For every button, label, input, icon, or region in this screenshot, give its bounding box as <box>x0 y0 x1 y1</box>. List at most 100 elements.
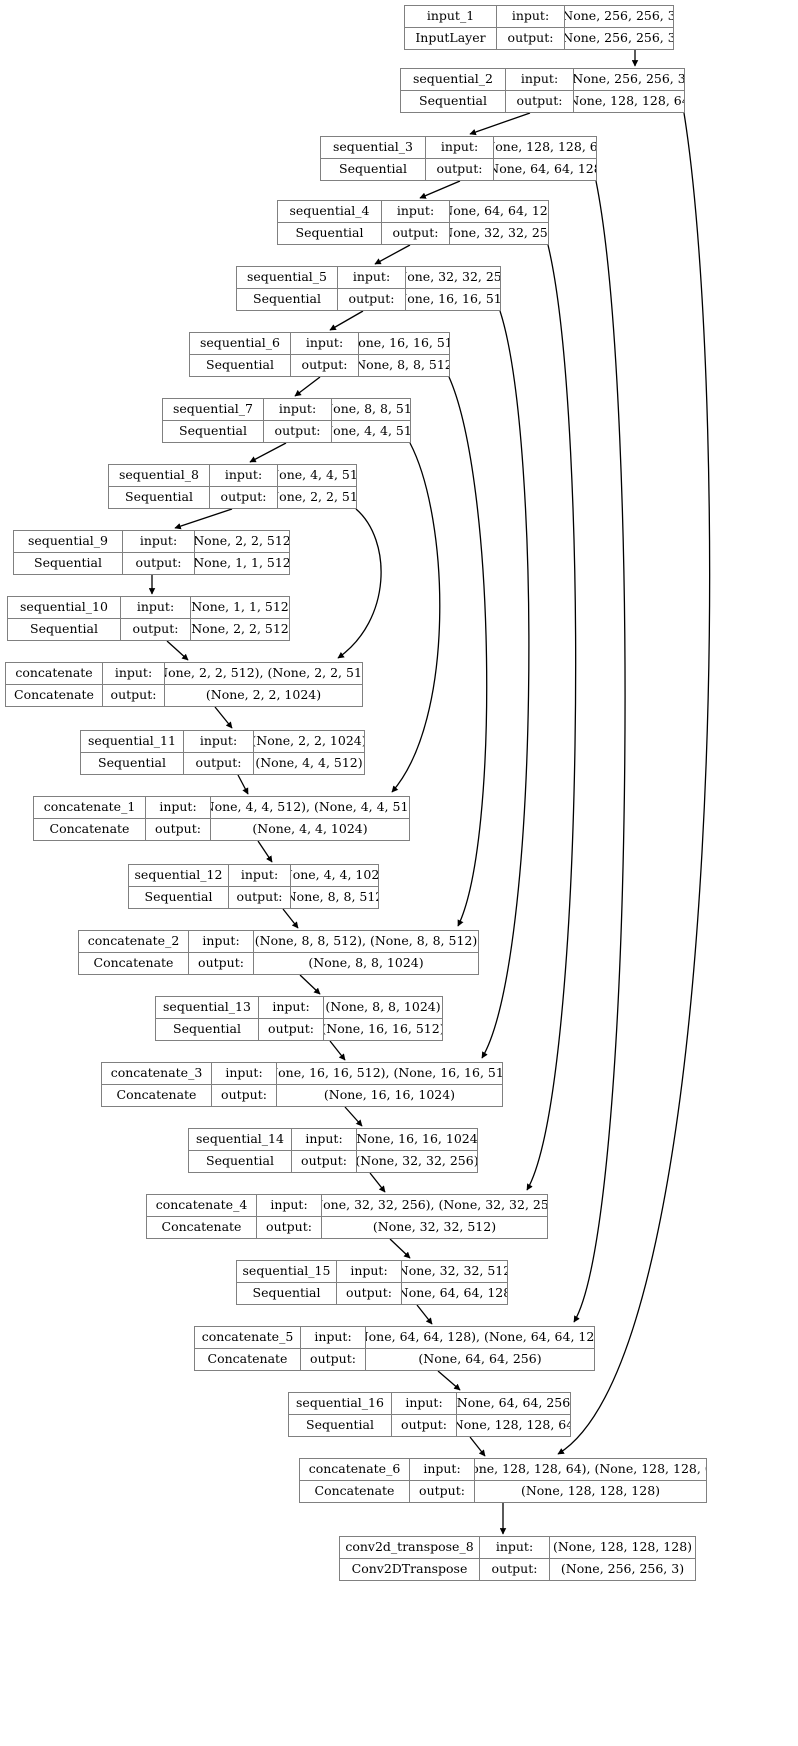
node-class: Sequential <box>401 90 506 112</box>
node-output-shape: (None, 8, 8, 512) <box>359 357 449 372</box>
node-output-shape: (None, 16, 16, 512) <box>406 291 500 306</box>
node-input-shape: (None, 16, 16, 1024) <box>357 1131 477 1146</box>
node-output-label: output: <box>497 27 565 49</box>
edge-sequential_16-concatenate_6 <box>469 1436 486 1457</box>
node-input-label: input: <box>210 465 278 486</box>
node-name: sequential_5 <box>237 267 338 288</box>
node-input-shape: (None, 16, 16, 512) <box>359 335 449 350</box>
edge-sequential_3-sequential_4 <box>419 180 461 199</box>
edge-sequential_2-sequential_3 <box>469 112 531 136</box>
node-input-label: input: <box>338 267 406 288</box>
node-name: sequential_13 <box>156 997 259 1018</box>
node-output-label: output: <box>337 1282 402 1304</box>
node-name: concatenate_3 <box>102 1063 212 1084</box>
edge-concatenate_1-sequential_12 <box>257 840 273 863</box>
node-output-label: output: <box>301 1348 366 1370</box>
node-output-shape: (None, 1, 1, 512) <box>195 555 289 570</box>
node-class: Sequential <box>109 486 210 508</box>
node-input-label: input: <box>257 1195 322 1216</box>
node-class: Sequential <box>190 354 291 376</box>
node-input-shape: [(None, 64, 64, 128), (None, 64, 64, 128… <box>366 1329 594 1344</box>
node-output-shape: (None, 128, 128, 128) <box>520 1483 661 1498</box>
node-class: Concatenate <box>102 1084 212 1106</box>
edge-concatenate_5-sequential_16 <box>437 1370 461 1391</box>
node-output-label: output: <box>292 1150 357 1172</box>
node-name: conv2d_transpose_8 <box>340 1537 480 1558</box>
node-input-label: input: <box>410 1459 475 1480</box>
edge-skip-sequential_3-concatenate_5 <box>573 180 626 1323</box>
node-output-shape: (None, 32, 32, 512) <box>372 1219 497 1234</box>
node-name: concatenate_4 <box>147 1195 257 1216</box>
node-class: Concatenate <box>300 1480 410 1502</box>
node-output-shape: (None, 8, 8, 1024) <box>308 955 424 970</box>
node-input-shape: [(None, 32, 32, 256), (None, 32, 32, 256… <box>322 1197 547 1212</box>
node-input-shape: (None, 8, 8, 1024) <box>325 999 441 1014</box>
node-input-shape: (None, 2, 2, 512) <box>195 533 289 548</box>
node-class: Sequential <box>237 288 338 310</box>
node-class: Sequential <box>156 1018 259 1040</box>
node-input-shape: (None, 1, 1, 512) <box>191 599 289 614</box>
node-input-label: input: <box>301 1327 366 1348</box>
node-input-shape: [(None, 4, 4, 512), (None, 4, 4, 512)] <box>211 799 409 814</box>
node-class: Concatenate <box>195 1348 301 1370</box>
node-class: InputLayer <box>405 27 497 49</box>
node-input-shape: [(None, 2, 2, 512), (None, 2, 2, 512)] <box>165 665 362 680</box>
node-class: Sequential <box>289 1414 392 1436</box>
node-output-label: output: <box>410 1480 475 1502</box>
edge-sequential_4-sequential_5 <box>374 244 411 265</box>
node-output-shape: (None, 128, 128, 64) <box>457 1417 570 1432</box>
node-output-label: output: <box>189 952 254 974</box>
node-output-label: output: <box>123 552 195 574</box>
node-input-label: input: <box>123 531 195 552</box>
node-output-shape: (None, 256, 256, 3) <box>560 1561 685 1576</box>
node-input-label: input: <box>264 399 332 420</box>
node-name: sequential_2 <box>401 69 506 90</box>
node-input-shape: [(None, 256, 256, 3)] <box>565 8 673 23</box>
node-class: Sequential <box>321 158 426 180</box>
edge-sequential_7-sequential_8 <box>249 442 287 463</box>
node-name: sequential_10 <box>8 597 121 618</box>
node-output-shape: (None, 128, 128, 64) <box>574 93 684 108</box>
node-class: Sequential <box>189 1150 292 1172</box>
node-class: Sequential <box>14 552 123 574</box>
edge-skip-sequential_7-concatenate_1 <box>391 442 441 793</box>
